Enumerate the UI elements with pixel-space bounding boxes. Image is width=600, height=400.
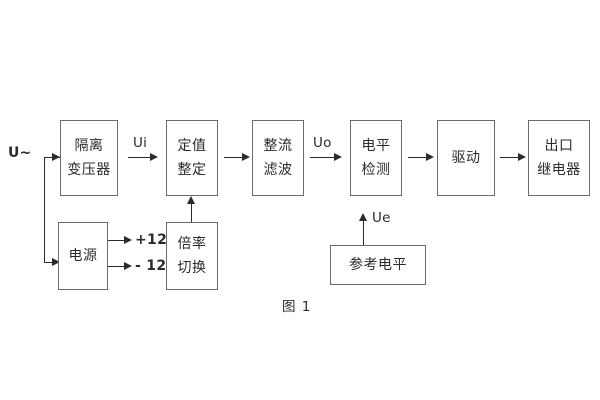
- block-setting-value-line-2: 整定: [177, 162, 207, 178]
- arrowhead-setting-to-rectify: [242, 153, 250, 161]
- block-setting-value-line-1: 定值: [177, 137, 207, 154]
- block-level-detection-line-1: 电平: [361, 137, 391, 154]
- arrowhead-drive-to-output-relay: [518, 153, 526, 161]
- wire-level-to-drive: [408, 157, 430, 159]
- wire-rail-positive: [108, 240, 128, 242]
- signal-label-ui: Ui: [133, 135, 148, 151]
- block-isolation-transformer-line-1: 隔离: [74, 137, 104, 154]
- figure-caption: 图 1: [282, 299, 312, 315]
- wire-reference-to-level: [363, 220, 365, 245]
- block-output-relay-line-2: 继电器: [537, 162, 581, 178]
- block-rectify-filter: 整流 滤波: [252, 120, 304, 196]
- block-level-detection-line-2: 检测: [361, 162, 391, 178]
- block-reference-level: 参考电平: [330, 245, 426, 285]
- arrowhead-reference-to-level: [359, 213, 367, 221]
- block-multiplier-switch: 倍率 切换: [166, 222, 218, 290]
- arrowhead-rectify-to-level: [334, 153, 342, 161]
- block-level-detection: 电平 检测: [350, 120, 402, 196]
- arrowhead-rail-negative: [124, 262, 132, 270]
- wire-multiplier-to-setting: [191, 203, 193, 222]
- arrowhead-input-to-transformer: [52, 153, 60, 161]
- block-power-supply-line-1: 电源: [68, 247, 98, 264]
- block-rectify-filter-line-1: 整流: [263, 137, 293, 154]
- block-isolation-transformer: 隔离 变压器: [60, 120, 118, 196]
- block-power-supply: 电源: [58, 222, 108, 290]
- block-multiplier-switch-line-1: 倍率: [177, 235, 207, 252]
- block-drive-line-1: 驱动: [451, 149, 481, 166]
- block-setting-value: 定值 整定: [166, 120, 218, 196]
- block-rectify-filter-line-2: 滤波: [263, 162, 293, 178]
- block-reference-level-line-1: 参考电平: [349, 256, 407, 273]
- block-output-relay: 出口 继电器: [528, 120, 590, 196]
- arrowhead-transformer-to-setting: [150, 153, 158, 161]
- block-isolation-transformer-line-2: 变压器: [67, 162, 111, 178]
- signal-label-input-ac: U~: [8, 145, 32, 161]
- arrowhead-multiplier-to-setting: [187, 196, 195, 204]
- wire-transformer-to-setting: [128, 157, 154, 159]
- wire-setting-to-rectify: [224, 157, 246, 159]
- arrowhead-rail-positive: [124, 236, 132, 244]
- signal-label-ue: Ue: [372, 210, 391, 226]
- arrowhead-input-to-power-supply: [52, 258, 60, 266]
- wire-drive-to-output-relay: [500, 157, 522, 159]
- block-drive: 驱动: [437, 120, 495, 196]
- wire-input-branch-vertical: [44, 157, 46, 263]
- block-multiplier-switch-line-2: 切换: [177, 260, 207, 276]
- wire-rectify-to-level: [310, 157, 338, 159]
- block-output-relay-line-1: 出口: [544, 137, 574, 154]
- arrowhead-level-to-drive: [426, 153, 434, 161]
- wire-rail-negative: [108, 266, 128, 268]
- signal-label-uo: Uo: [313, 135, 332, 151]
